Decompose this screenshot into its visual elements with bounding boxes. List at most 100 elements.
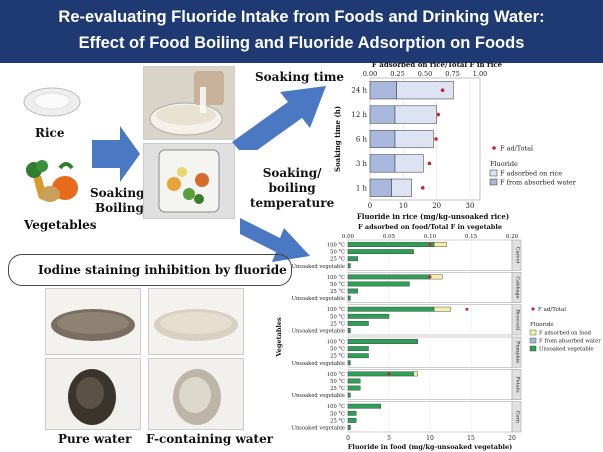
top-tick-label: 0.05: [383, 234, 396, 240]
row-label: 25 °C: [330, 289, 345, 295]
row-label: 50 °C: [330, 314, 345, 320]
bar-absorbed: [369, 154, 396, 173]
facet-strip: [511, 369, 522, 400]
bar-absorbed: [347, 295, 351, 301]
bar-absorbed: [347, 378, 361, 384]
row-label: 50 °C: [330, 250, 345, 256]
row-label: Unsoaked vegetable: [292, 264, 345, 270]
iodine-box: [8, 254, 292, 286]
bar-adsorbed: [394, 129, 434, 149]
facet-strip: [511, 401, 522, 433]
ratio-point: [436, 112, 440, 117]
row-label: 25 °C: [330, 418, 345, 424]
bar-adsorbed: [429, 274, 443, 280]
process-label: Soaking/ Boiling: [90, 186, 149, 216]
category-label: 6 h: [356, 136, 368, 144]
legend-label: F from absorbed water: [539, 339, 601, 345]
legend-label: F adsorbed on food: [539, 331, 592, 337]
legend-label-absorbed: F from absorbed water: [500, 179, 577, 187]
chart-title: F adsorbed on rice/Total F in rice: [372, 62, 503, 69]
soaking-time-arrow-icon: [232, 86, 326, 150]
right-arrow-icon: [92, 126, 140, 182]
vegetables-label: Vegetables: [24, 218, 97, 232]
soaking-time-label: Soaking time: [255, 70, 345, 84]
x-tick-label: 10: [399, 202, 408, 210]
row-label: 25 °C: [330, 321, 345, 327]
row-label: 100 °C: [327, 307, 345, 313]
x-tick-label: 15: [467, 435, 475, 442]
bar-absorbed: [347, 346, 369, 352]
soaking-boiling-line1: Soaking/: [262, 166, 322, 180]
row-label: 100 °C: [327, 275, 345, 281]
bar-adsorbed: [394, 154, 424, 173]
row-label: 100 °C: [327, 404, 345, 410]
title-line-2: Effect of Food Boiling and Fluoride Adso…: [78, 34, 525, 52]
bar-adsorbed: [413, 371, 418, 377]
vegetables-image: [26, 160, 78, 202]
row-label: 25 °C: [330, 257, 345, 263]
pure-water-rice-photo-top: [45, 288, 141, 355]
top-tick-label: 0.00: [363, 70, 377, 78]
x-tick-label: 0: [346, 435, 350, 442]
iodine-box-label: Iodine staining inhibition by fluoride: [38, 263, 287, 277]
legend-swatch-absorbed: [489, 178, 498, 186]
x-tick-label: 5: [387, 435, 391, 442]
bar-absorbed: [347, 385, 361, 391]
bar-absorbed: [347, 328, 351, 333]
legend-swatch: [529, 345, 537, 352]
chart-title: F adsorbed on food/Total F in vegetable: [358, 223, 502, 231]
top-tick-label: 0.15: [465, 234, 478, 240]
row-label: 50 °C: [330, 379, 345, 385]
facet-label: Carrot: [515, 247, 521, 264]
ratio-point: [427, 161, 432, 166]
bar-absorbed: [347, 256, 359, 262]
x-axis-label: Fluoride in rice (mg/kg-unsoaked rice): [357, 212, 509, 221]
legend-title: Fluoride: [490, 160, 518, 168]
y-axis-label: Soaking time (h): [333, 106, 342, 172]
ratio-point: [421, 186, 425, 190]
bar-adsorbed: [394, 105, 437, 124]
row-label: 100 °C: [327, 243, 345, 249]
facet-strip: [511, 239, 522, 271]
facet-strip: [511, 336, 522, 368]
row-label: 100 °C: [327, 372, 345, 378]
process-label-line1: Soaking/: [90, 186, 149, 200]
x-tick-label: 0: [368, 202, 372, 210]
bar-absorbed: [347, 392, 351, 398]
bar-absorbed: [347, 339, 418, 344]
f-water-rice-photo-bottom: [148, 358, 244, 430]
bar-absorbed: [347, 274, 431, 280]
ratio-point: [440, 88, 445, 92]
ratio-point: [428, 275, 432, 279]
bar-absorbed: [347, 281, 410, 287]
bar-absorbed: [347, 410, 357, 416]
top-tick-label: 0.20: [506, 234, 519, 240]
row-label: Unsoaked vegetable: [292, 296, 345, 302]
row-label: Unsoaked vegetable: [292, 361, 345, 367]
bar-absorbed: [347, 320, 369, 326]
bar-absorbed: [347, 403, 381, 409]
legend-swatch-adsorbed: [489, 169, 498, 177]
category-label: 1 h: [356, 184, 368, 192]
top-tick-label: 0.50: [418, 70, 432, 78]
ratio-point: [465, 307, 469, 311]
bar-adsorbed: [433, 242, 447, 247]
vegetables-soaking-photo: [143, 143, 235, 219]
header-banner: Re-evaluating Fluoride Intake from Foods…: [0, 0, 603, 63]
bar-absorbed: [347, 242, 435, 247]
legend-swatch: [529, 329, 537, 336]
row-label: 25 °C: [330, 354, 345, 360]
top-tick-label: 0.25: [390, 70, 404, 78]
process-label-line2: Boiling: [94, 201, 144, 215]
legend-point-label: F ad/Total: [500, 145, 533, 153]
pure-water-rice-photo-bottom: [45, 358, 141, 430]
bar-adsorbed: [396, 81, 454, 100]
vegetable-boiling-chart: F adsorbed on food/Total F in vegetable 0…: [275, 223, 601, 451]
bar-absorbed: [369, 81, 397, 100]
row-label: Unsoaked vegetable: [292, 328, 345, 334]
bar-absorbed: [347, 288, 359, 294]
bar-absorbed: [369, 178, 392, 197]
bar-absorbed: [347, 313, 390, 319]
legend-title: Fluoride: [530, 322, 554, 328]
row-label: 50 °C: [330, 411, 345, 417]
